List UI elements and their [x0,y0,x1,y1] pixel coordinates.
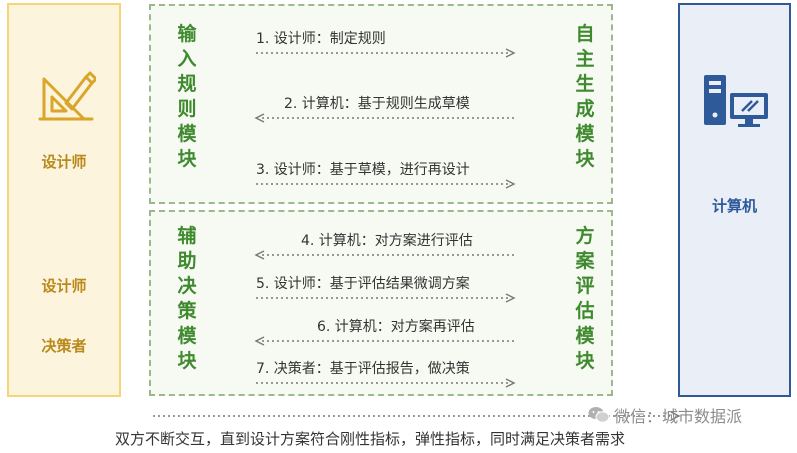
step-5-label: 5. 设计师：基于评估结果微调方案 [256,276,470,292]
designer-label-middle: 设计师 [41,277,87,295]
step-1-label: 1. 设计师：制定规则 [256,31,386,47]
input-rules-module-title: 输 入 规 则 模 块 [177,23,197,170]
step-1-arrow-right [256,48,516,58]
watermark-text: 微信：城市数据派 [614,407,743,426]
step-4-arrow-left [254,250,514,260]
watermark: 微信：城市数据派 [588,403,742,427]
designer-tools-icon [38,71,96,121]
designer-panel: 设计师 设计师 决策者 [7,3,121,397]
step-3-arrow-right [256,179,516,189]
designer-label-top: 设计师 [41,153,87,171]
step-2-label: 2. 计算机：基于规则生成草模 [284,96,470,112]
computer-label: 计算机 [711,197,757,215]
step-5-arrow-right [256,293,516,303]
footer-caption: 双方不断交互，直到设计方案符合刚性指标，弹性指标，同时满足决策者需求 [115,430,626,448]
step-7-arrow-right [256,378,516,388]
wechat-icon [588,407,610,423]
step-4-label: 4. 计算机：对方案进行评估 [301,233,473,249]
evaluation-module-title: 方 案 评 估 模 块 [575,225,595,372]
computer-panel: 计算机 [678,3,791,397]
decision-support-module-title: 辅 助 决 策 模 块 [177,225,197,372]
rule-generation-module-box: 输 入 规 则 模 块 自 主 生 成 模 块 1. 设计师：制定规则 2. 计… [149,4,613,204]
auto-generate-module-title: 自 主 生 成 模 块 [575,23,595,170]
step-6-label: 6. 计算机：对方案再评估 [317,319,475,335]
step-7-label: 7. 决策者：基于评估报告，做决策 [256,361,470,377]
computer-icon [704,75,768,127]
step-6-arrow-left [254,336,514,346]
step-3-label: 3. 设计师：基于草模，进行再设计 [256,162,470,178]
interaction-loop-arrow [153,411,681,421]
step-2-arrow-left [254,113,514,123]
decision-maker-label: 决策者 [41,337,87,355]
evaluation-module-box: 辅 助 决 策 模 块 方 案 评 估 模 块 4. 计算机：对方案进行评估 5… [149,210,613,396]
